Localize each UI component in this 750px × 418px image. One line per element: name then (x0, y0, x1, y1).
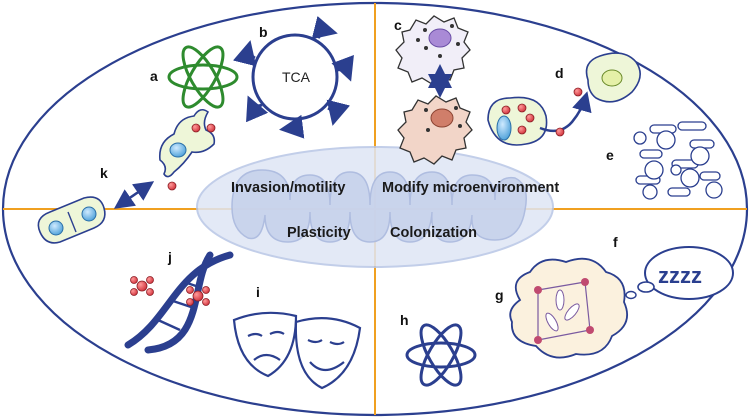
quadrant-top-right: Modify microenvironment (382, 180, 559, 196)
panel-label-d: d (555, 65, 564, 81)
panel-label-a: a (150, 68, 158, 84)
mitochondrion (196, 146, 554, 268)
quadrant-top-left: Invasion/motility (231, 180, 345, 196)
panel-label-k: k (100, 165, 108, 181)
panel-label-j: j (167, 249, 172, 265)
sleep-bubble-icon (625, 246, 734, 300)
panel-label-e: e (606, 147, 614, 163)
panel-label-g: g (495, 287, 504, 303)
theater-masks-icon (232, 311, 362, 390)
atom-icon-green (167, 45, 239, 109)
tca-cycle-icon (233, 16, 354, 139)
panel-label-h: h (400, 312, 409, 328)
sleep-text: zzzz (658, 263, 702, 288)
quadrant-bottom-left: Plasticity (287, 225, 351, 241)
dna-helix-icon (124, 251, 234, 354)
vesicle-dot (573, 87, 583, 97)
secretion-arrow (539, 91, 592, 133)
panel-label-f: f (613, 234, 618, 250)
quadrant-bottom-right: Colonization (390, 225, 477, 241)
panel-label-b: b (259, 24, 268, 40)
microenvironment-cluster-icon (633, 121, 723, 200)
colonizing-cell-icon (509, 257, 628, 359)
tca-label: TCA (282, 69, 311, 85)
atom-icon-blue (405, 323, 477, 387)
target-cell-icon (585, 52, 641, 103)
panel-label-i: i (256, 284, 260, 300)
vesicle-dot (555, 127, 565, 137)
epithelial-cells-icon (37, 196, 106, 244)
panel-label-c: c (394, 17, 402, 33)
transition-arrow-k (113, 181, 155, 209)
migrating-cell-icon (158, 108, 216, 191)
secreting-cell-icon (487, 96, 548, 146)
cell-bottom-icon (397, 95, 473, 165)
